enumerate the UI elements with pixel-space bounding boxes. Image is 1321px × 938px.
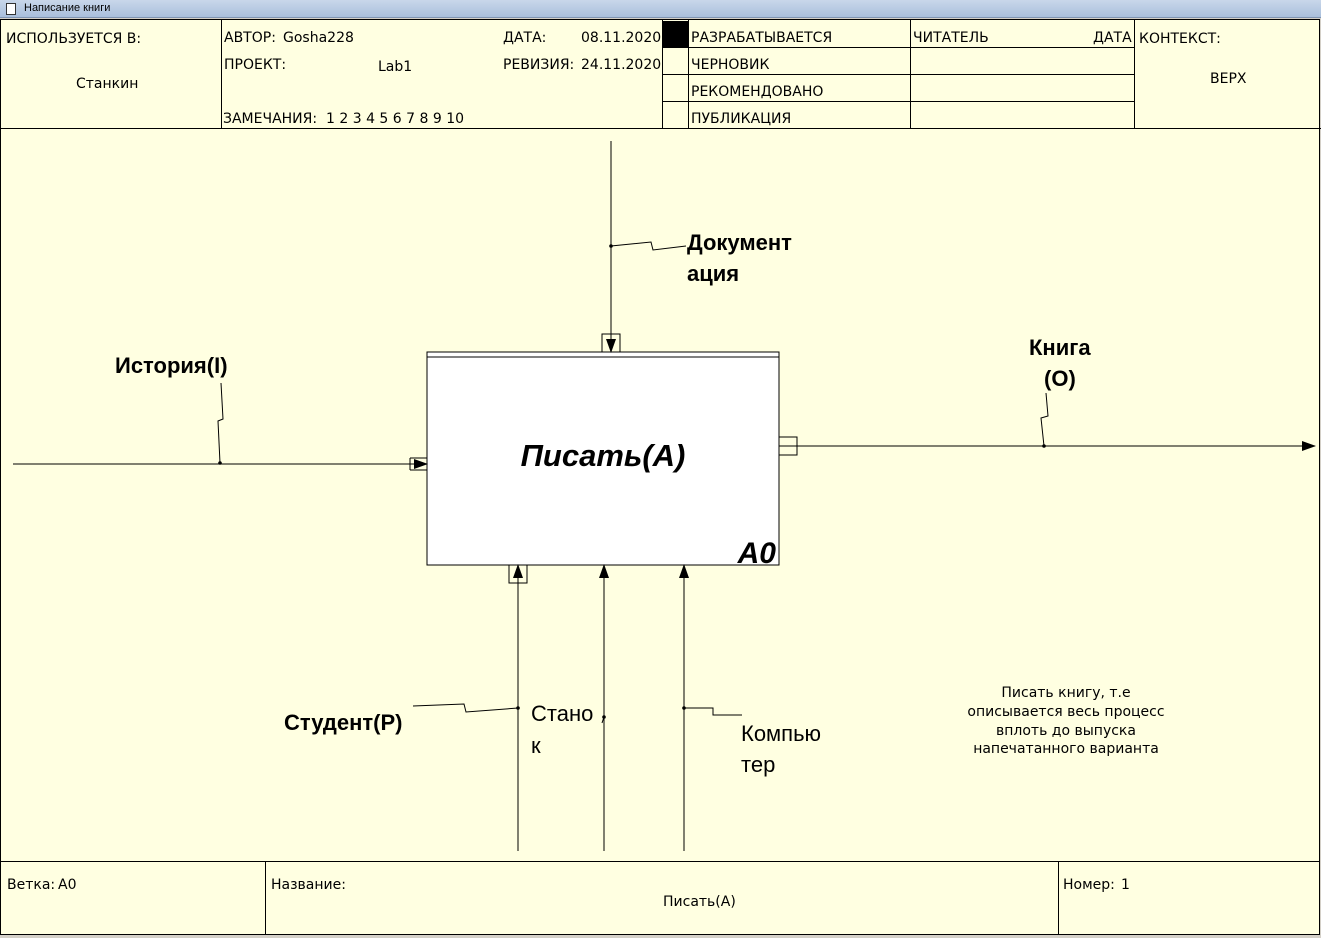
- window-title: Написание книги: [24, 2, 111, 14]
- idef0-diagram: Писать(А) A0 История(I) Книга (O) Докуме…: [13, 141, 1316, 851]
- note-line: напечатанного варианта: [973, 741, 1159, 757]
- mechanism-label-student: Студент(P): [284, 710, 403, 735]
- node-label: Ветка:: [7, 877, 56, 893]
- mechanism-arrow-computer[interactable]: [679, 564, 742, 851]
- footer-frame: Ветка: A0 Название: Писать(А) Номер: 1: [1, 861, 1319, 934]
- output-arrow[interactable]: [779, 392, 1316, 456]
- status-publication: ПУБЛИКАЦИЯ: [691, 111, 792, 127]
- date-label: ДАТА:: [503, 30, 547, 46]
- context-label: КОНТЕКСТ:: [1139, 31, 1221, 47]
- context-value: ВЕРХ: [1210, 71, 1247, 87]
- output-label-line2: (O): [1044, 366, 1076, 391]
- notes-label: ЗАМЕЧАНИЯ:: [223, 111, 318, 127]
- project-value: Lab1: [378, 59, 413, 75]
- header-bottom-border: [1, 128, 1321, 129]
- project-label: ПРОЕКТ:: [224, 57, 287, 73]
- note-line: вплоть до выпуска: [996, 723, 1136, 739]
- control-label-line2: ация: [687, 261, 739, 286]
- document-icon: [6, 3, 16, 15]
- title-label: Название:: [271, 877, 346, 893]
- activity-title: Писать(А): [521, 438, 686, 473]
- mechanism-arrow-student[interactable]: [412, 564, 528, 851]
- number-value: 1: [1121, 877, 1130, 893]
- title-value: Писать(А): [663, 894, 736, 910]
- status-row-divider: [662, 101, 1134, 102]
- input-arrow[interactable]: [13, 382, 428, 471]
- status-row-divider: [662, 47, 1134, 48]
- author-value: Gosha228: [283, 30, 354, 46]
- used-in-value: Станкин: [76, 76, 139, 92]
- reader-label: ЧИТАТЕЛЬ: [913, 30, 989, 46]
- diagram-note: Писать книгу, т.е описывается весь проце…: [967, 685, 1164, 757]
- node-value: A0: [58, 877, 77, 893]
- revision-label: РЕВИЗИЯ:: [503, 57, 575, 73]
- control-label-line1: Документ: [687, 230, 792, 255]
- input-label: История(I): [115, 353, 228, 378]
- header-divider: [221, 20, 222, 129]
- status-row-divider: [662, 74, 1134, 75]
- footer-top-border: [1, 861, 1319, 862]
- status-working: РАЗРАБАТЫВАЕТСЯ: [691, 30, 833, 46]
- mechanism-label-machine-line2: к: [531, 733, 541, 758]
- revision-value: 24.11.2020: [581, 57, 662, 73]
- note-line: Писать книгу, т.е: [1001, 685, 1130, 701]
- footer-divider: [265, 861, 266, 934]
- header-divider: [1134, 20, 1135, 129]
- notes-value: 1 2 3 4 5 6 7 8 9 10: [326, 111, 465, 127]
- status-recommended: РЕКОМЕНДОВАНО: [691, 84, 824, 100]
- mechanism-arrow-machine[interactable]: [599, 564, 609, 851]
- control-arrow[interactable]: [601, 141, 687, 353]
- used-in-label: ИСПОЛЬЗУЕТСЯ В:: [6, 31, 142, 47]
- reader-date-label: ДАТА: [1093, 30, 1132, 46]
- footer-divider: [1058, 861, 1059, 934]
- activity-box-a0[interactable]: Писать(А) A0: [426, 351, 780, 570]
- status-marker: [663, 21, 688, 47]
- mechanism-label-computer-line2: тер: [741, 752, 775, 777]
- author-label: АВТОР:: [224, 30, 276, 46]
- header-frame: ИСПОЛЬЗУЕТСЯ В: Станкин АВТОР: Gosha228 …: [1, 20, 1321, 130]
- number-label: Номер:: [1063, 877, 1115, 893]
- mechanism-label-machine-line1: Стано: [531, 701, 593, 726]
- status-draft: ЧЕРНОВИК: [691, 57, 770, 73]
- note-line: описывается весь процесс: [967, 704, 1164, 720]
- date-value: 08.11.2020: [581, 30, 662, 46]
- window-titlebar: Написание книги: [0, 0, 1321, 18]
- idef0-sheet: ИСПОЛЬЗУЕТСЯ В: Станкин АВТОР: Gosha228 …: [0, 19, 1321, 935]
- mechanism-label-computer-line1: Компью: [741, 721, 821, 746]
- activity-number: A0: [737, 537, 777, 570]
- output-label-line1: Книга: [1029, 335, 1091, 360]
